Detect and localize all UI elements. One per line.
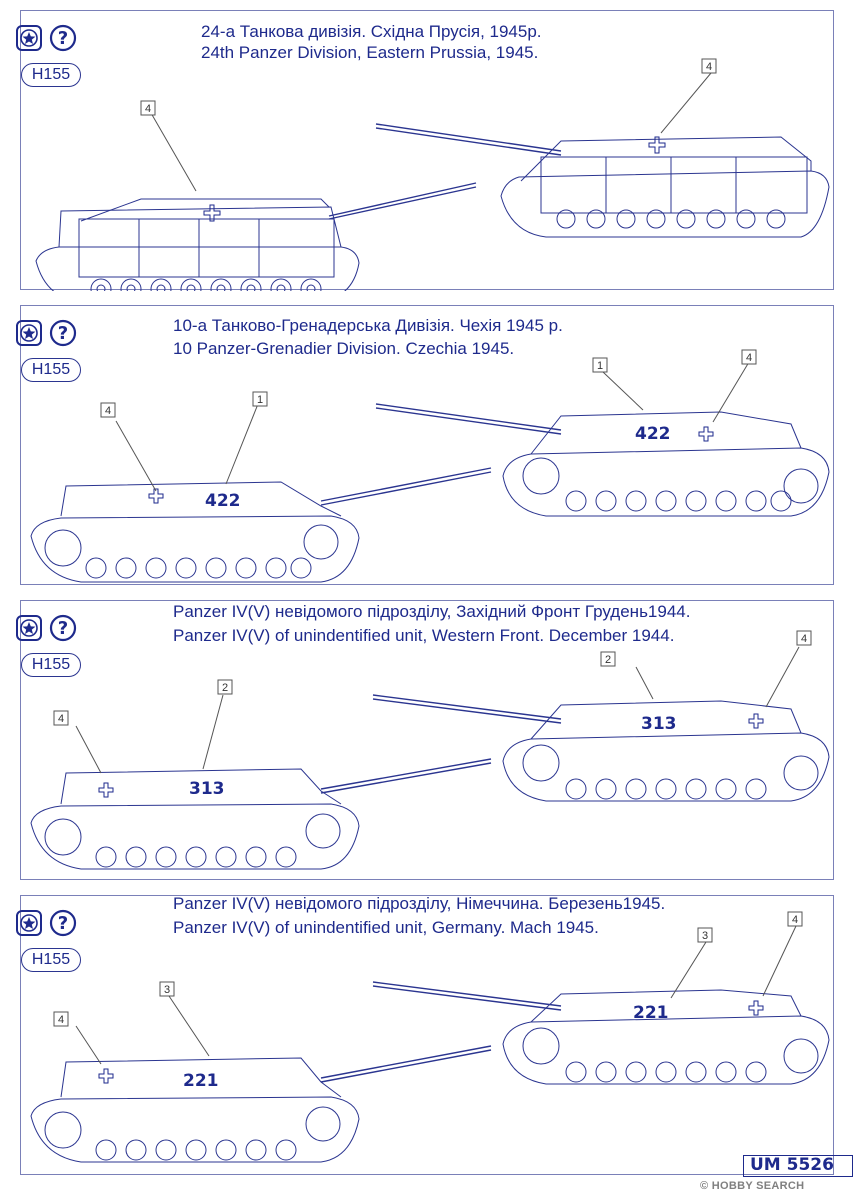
tank-profile-drawings: 422 422 4 1 1 4 xyxy=(30,349,830,583)
unknown-unit-question-icon: ? xyxy=(49,614,77,642)
right-tank-drawing xyxy=(372,981,830,1085)
tank-profile-drawings: 4 4 xyxy=(35,58,830,291)
callout-left-4: 4 xyxy=(140,100,156,116)
hull-number-right: 221 xyxy=(633,1003,669,1023)
hull-number-left: 422 xyxy=(205,491,241,511)
color-code-badge: H155 xyxy=(21,358,81,382)
hull-number-right: 313 xyxy=(641,714,677,734)
right-tank-drawing xyxy=(375,123,830,238)
left-tank-drawing xyxy=(30,467,492,583)
svg-text:4: 4 xyxy=(105,405,111,417)
panel-icons: ? xyxy=(15,613,115,645)
svg-text:3: 3 xyxy=(702,930,708,942)
unknown-unit-question-icon: ? xyxy=(49,319,77,347)
hull-number-left: 221 xyxy=(183,1071,219,1091)
scheme-title-en: 10 Panzer-Grenadier Division. Czechia 19… xyxy=(173,339,515,358)
callout-right-4: 4 xyxy=(701,58,717,74)
scheme-panel-2: ? H155 10-а Танково-Гренадерська Дивізія… xyxy=(16,305,834,585)
svg-text:4: 4 xyxy=(58,1014,64,1026)
hull-number-left: 313 xyxy=(189,779,225,799)
svg-text:2: 2 xyxy=(605,654,611,666)
scheme-title-ua: Panzer IV(V) невідомого підрозділу, Німе… xyxy=(173,894,666,913)
callout-right-1: 1 xyxy=(592,357,608,373)
unknown-unit-question-icon: ? xyxy=(49,24,77,52)
left-tank-drawing xyxy=(30,1045,492,1163)
svg-text:2: 2 xyxy=(222,682,228,694)
left-tank-drawing xyxy=(35,182,477,291)
callout-left-1: 1 xyxy=(252,391,268,407)
callout-right-4: 4 xyxy=(796,630,812,646)
color-code-badge: H155 xyxy=(21,653,81,677)
nationality-star-icon xyxy=(16,320,42,346)
svg-text:?: ? xyxy=(58,618,68,639)
svg-text:4: 4 xyxy=(801,633,807,645)
svg-text:?: ? xyxy=(58,913,68,934)
scheme-panel-1: ? H155 24-а Танкова дивізія. Східна Прус… xyxy=(16,10,834,291)
nationality-star-icon xyxy=(16,25,42,51)
nationality-star-icon xyxy=(16,910,42,936)
svg-text:4: 4 xyxy=(706,61,712,73)
callout-left-4: 4 xyxy=(100,402,116,418)
callout-left-3: 3 xyxy=(159,981,175,997)
svg-text:4: 4 xyxy=(746,352,752,364)
kit-number-badge: UM 5526 xyxy=(743,1155,853,1177)
panel-icons: ? xyxy=(15,908,115,940)
svg-text:1: 1 xyxy=(597,360,603,372)
scheme-title-ua: 10-а Танково-Гренадерська Дивізія. Чехія… xyxy=(173,316,563,335)
svg-text:4: 4 xyxy=(792,914,798,926)
callout-left-4: 4 xyxy=(53,710,69,726)
watermark-text: © HOBBY SEARCH xyxy=(700,1180,805,1192)
svg-text:1: 1 xyxy=(257,394,263,406)
callout-right-2: 2 xyxy=(600,651,616,667)
scheme-title-en: Panzer IV(V) of unindentified unit, Germ… xyxy=(173,918,599,937)
tank-profile-drawings: 313 313 4 2 2 4 xyxy=(30,630,830,870)
scheme-title-en: 24th Panzer Division, Eastern Prussia, 1… xyxy=(201,43,539,62)
svg-text:3: 3 xyxy=(164,984,170,996)
svg-text:?: ? xyxy=(58,323,68,344)
color-code-badge: H155 xyxy=(21,63,81,87)
callout-right-3: 3 xyxy=(697,927,713,943)
right-tank-drawing xyxy=(372,694,830,802)
scheme-title-ua: 24-а Танкова дивізія. Східна Прусія, 194… xyxy=(201,22,542,41)
panel-icons: ? xyxy=(15,23,115,55)
scheme-title-en: Panzer IV(V) of unindentified unit, West… xyxy=(173,626,675,645)
scheme-title-ua: Panzer IV(V) невідомого підрозділу, Захі… xyxy=(173,602,691,621)
nationality-star-icon xyxy=(16,615,42,641)
tank-profile-drawings: 221 221 4 3 3 4 xyxy=(30,911,830,1163)
svg-text:4: 4 xyxy=(58,713,64,725)
scheme-panel-4: ? H155 Panzer IV(V) невідомого підрозділ… xyxy=(16,894,834,1175)
panel-icons: ? xyxy=(15,318,115,350)
scheme-panel-3: ? H155 Panzer IV(V) невідомого підрозділ… xyxy=(16,600,834,880)
callout-left-2: 2 xyxy=(217,679,233,695)
left-tank-drawing xyxy=(30,758,492,870)
svg-text:4: 4 xyxy=(145,103,151,115)
callout-left-4: 4 xyxy=(53,1011,69,1027)
callout-right-4: 4 xyxy=(787,911,803,927)
color-code-badge: H155 xyxy=(21,948,81,972)
callout-right-4: 4 xyxy=(741,349,757,365)
unknown-unit-question-icon: ? xyxy=(49,909,77,937)
hull-number-right: 422 xyxy=(635,424,671,444)
svg-text:?: ? xyxy=(58,28,68,49)
right-tank-drawing xyxy=(375,403,830,517)
